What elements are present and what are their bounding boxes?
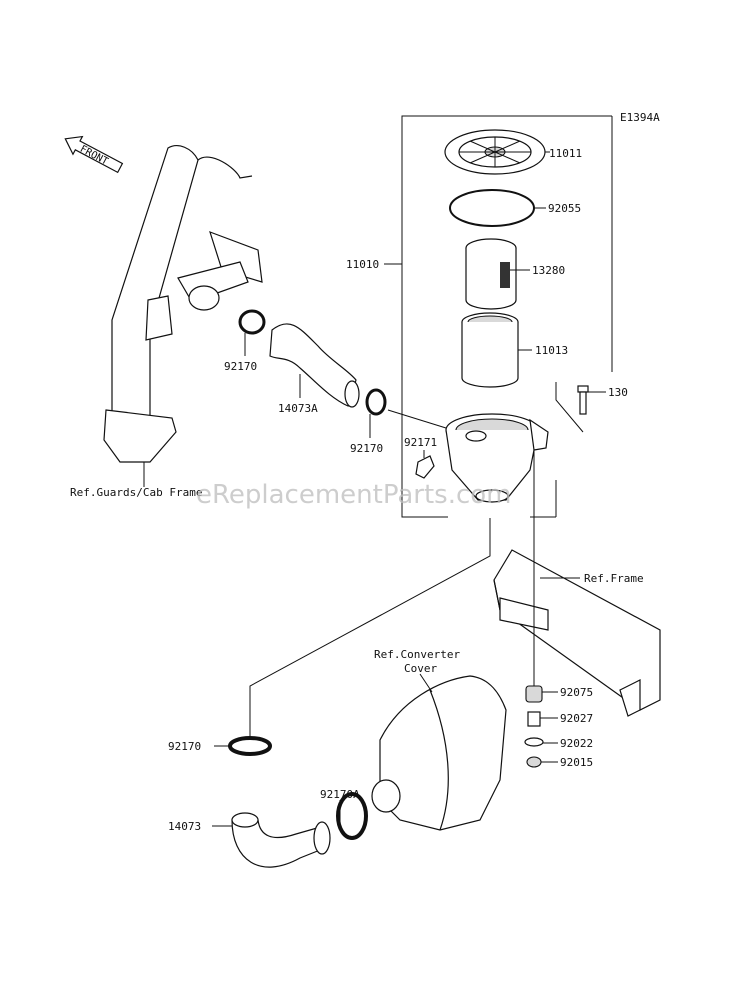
ref-converter-line2: Cover — [404, 662, 437, 675]
watermark-text: eReplacementParts.com — [196, 480, 512, 510]
label-92027: 92027 — [560, 712, 593, 725]
rubber-mount-part-92075 — [525, 450, 558, 703]
label-92171: 92171 — [404, 436, 437, 449]
label-14073: 14073 — [168, 820, 201, 833]
clamp-part-92170-upper — [238, 309, 266, 356]
hose-part-14073 — [212, 812, 331, 868]
frame-rail-drawing — [493, 549, 661, 717]
bolt-part-130 — [555, 382, 606, 433]
label-13280: 13280 — [532, 264, 565, 277]
clip-part-92171 — [415, 450, 435, 479]
label-92170-upper: 92170 — [224, 360, 257, 373]
air-cleaner-assembly-bracket — [401, 115, 613, 518]
label-92170A: 92170A — [320, 788, 360, 801]
front-arrow-icon: FRONT — [64, 135, 124, 174]
label-11010: 11010 — [346, 258, 379, 271]
ref-converter-line1: Ref.Converter — [374, 648, 460, 661]
clamp-part-92170-middle — [365, 388, 387, 438]
label-92170-lower: 92170 — [168, 740, 201, 753]
clamp-part-92170-lower — [214, 518, 491, 756]
label-92055: 92055 — [548, 202, 581, 215]
hose-part-14073A — [269, 323, 360, 408]
cartridge-part-11013 — [461, 312, 532, 388]
label-92015: 92015 — [560, 756, 593, 769]
o-ring-part-92055 — [449, 189, 546, 227]
ref-guards-cab-frame: Ref.Guards/Cab Frame — [70, 486, 202, 499]
clamp-part-92170A — [336, 792, 368, 840]
label-14073A: 14073A — [278, 402, 318, 415]
collar-part-92027 — [527, 711, 558, 727]
guards-cab-frame-drawing — [103, 145, 263, 487]
nut-part-92015 — [526, 756, 558, 768]
label-11011: 11011 — [549, 147, 582, 160]
front-label: FRONT — [78, 144, 110, 168]
label-11013: 11013 — [535, 344, 568, 357]
label-92022: 92022 — [560, 737, 593, 750]
washer-part-92022 — [524, 737, 558, 747]
label-130: 130 — [608, 386, 628, 399]
element-part-13280 — [465, 238, 530, 310]
label-92075: 92075 — [560, 686, 593, 699]
cover-part-11011 — [444, 129, 550, 175]
label-92170-middle: 92170 — [350, 442, 383, 455]
ref-frame: Ref.Frame — [584, 572, 644, 585]
air-cleaner-housing — [387, 409, 549, 503]
diagram-code: E1394A — [620, 111, 660, 124]
converter-cover-drawing — [371, 673, 507, 831]
